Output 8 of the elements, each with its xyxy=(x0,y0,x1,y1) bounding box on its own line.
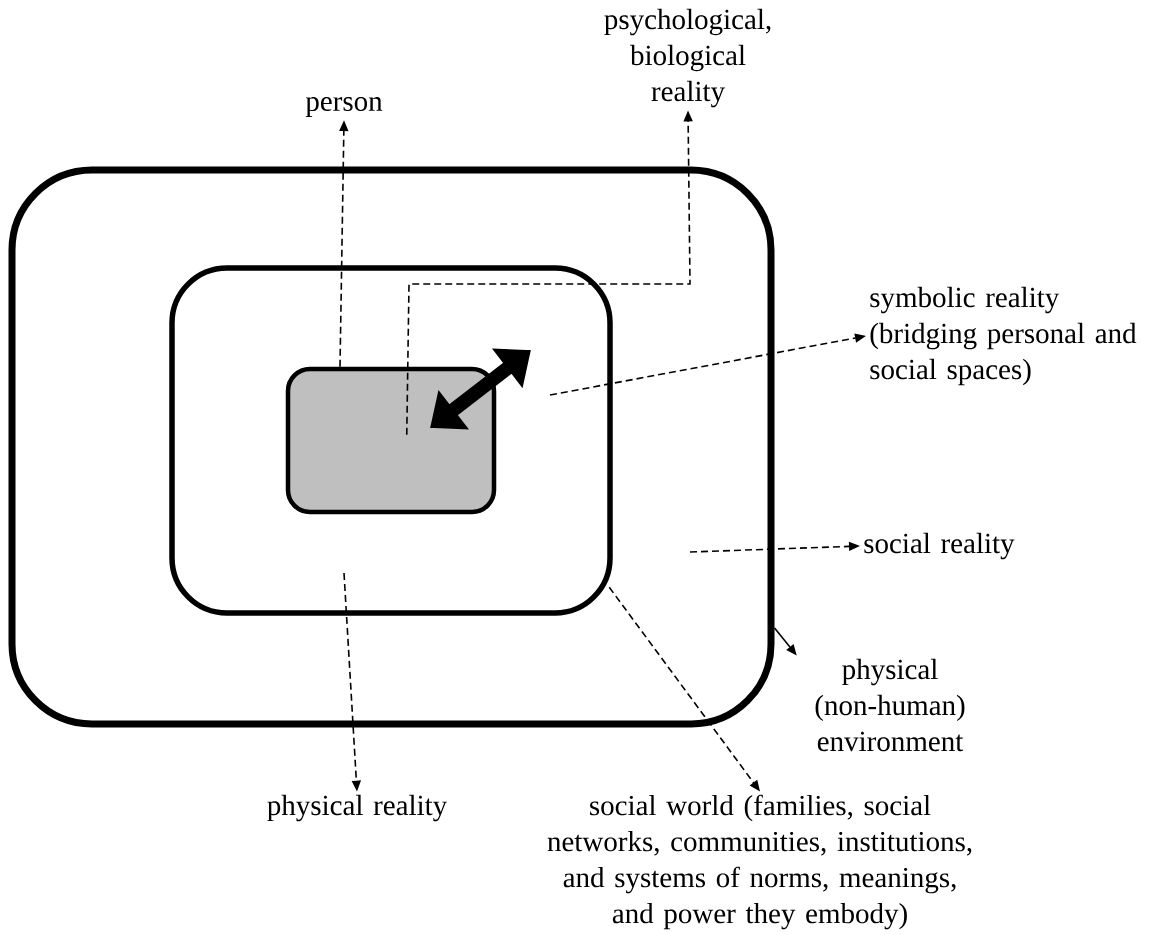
label-text: psychological, biological reality xyxy=(604,8,771,108)
label-text: physical reality xyxy=(267,794,448,822)
label-text: social world (families, social networks, communities, institutions, and systems of norms, meanings, and power they embody) xyxy=(547,794,972,930)
label-text: person xyxy=(305,97,383,117)
label-text: symbolic reality (bridging personal and social spaces) xyxy=(870,286,1137,386)
label-text: physical (non-human) environment xyxy=(815,658,965,752)
label-text: social reality xyxy=(864,532,1015,560)
shaded-box xyxy=(285,366,497,515)
